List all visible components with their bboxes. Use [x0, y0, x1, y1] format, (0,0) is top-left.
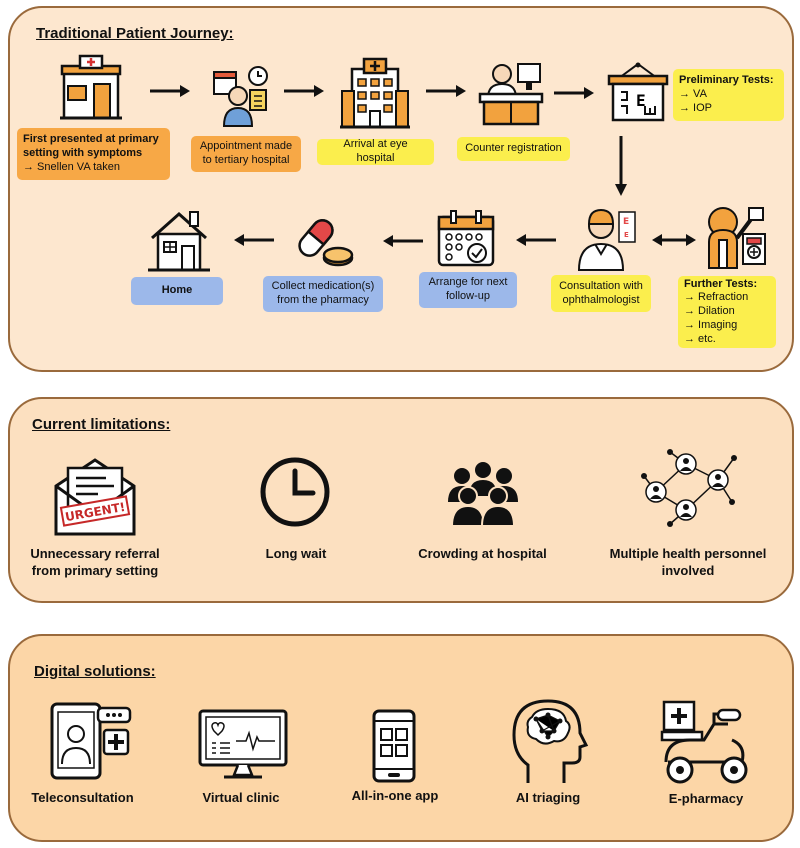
journey-title: Traditional Patient Journey: — [36, 25, 234, 42]
arrival-text: Arrival at eye hospital — [343, 138, 408, 164]
monitor-heartbeat-icon — [198, 709, 288, 779]
home-text: Home — [161, 284, 193, 297]
limitation-label: Crowding at hospital — [418, 546, 547, 561]
further-tests-title: Further Tests: — [684, 277, 758, 290]
limitation-label: Multiple health personnel involved — [609, 546, 767, 578]
further-test-item: → Refraction — [684, 291, 749, 304]
arrival-box: Arrival at eye hospital — [317, 138, 434, 165]
preliminary-test-item: → VA — [679, 88, 707, 101]
arrow-right — [554, 87, 594, 99]
followup-text: Arrange for next follow-up — [428, 276, 508, 302]
clinic-building-icon — [60, 54, 122, 120]
ophthalmologist-icon: E E — [577, 208, 636, 271]
pharmacy-box: Collect medication(s) from the pharmacy — [263, 276, 383, 312]
eye-chart-icon: E — [607, 62, 669, 122]
snellen-va-text: → Snellen VA taken — [23, 160, 121, 173]
appointment-box: Appointment made to tertiary hospital — [191, 136, 301, 172]
scooter-delivery-icon — [660, 700, 748, 784]
digital-label: AI triaging — [515, 790, 581, 805]
counter-registration-text: Counter registration — [465, 142, 562, 155]
consultation-box: Consultation with ophthalmologist — [551, 275, 651, 312]
medication-pill-icon — [298, 219, 354, 267]
home-box: Home — [131, 277, 223, 305]
followup-box: Arrange for next follow-up — [419, 272, 517, 308]
eye-chart-letter: E — [636, 91, 646, 110]
arrow-right — [284, 85, 324, 97]
further-test-item: → etc. — [684, 332, 716, 345]
digital-title: Digital solutions: — [34, 663, 156, 680]
arrow-left — [516, 234, 556, 246]
further-test-item: → Imaging — [684, 318, 738, 331]
eye-hospital-icon — [340, 57, 410, 129]
preliminary-tests-title: Preliminary Tests: — [679, 74, 774, 87]
arrow-right — [150, 85, 190, 97]
primary-setting-text: First presented at primary setting with … — [23, 133, 159, 160]
appointment-person-icon — [213, 66, 268, 127]
clock-icon — [260, 457, 330, 527]
digital-label: All-in-one app — [351, 788, 439, 803]
limitation-label: Unnecessary referral from primary settin… — [30, 546, 160, 578]
eye-examination-icon — [708, 207, 766, 269]
network-people-icon — [641, 449, 737, 527]
limitation-label: Long wait — [265, 546, 327, 561]
arrow-left — [234, 234, 274, 246]
smartphone-app-icon — [372, 709, 416, 783]
calendar-check-icon — [437, 210, 495, 267]
primary-setting-box: First presented at primary setting with … — [17, 128, 170, 180]
further-test-item: → Dilation — [684, 305, 735, 318]
digital-label: Virtual clinic — [202, 790, 280, 805]
chart-letter: E — [624, 231, 629, 239]
appointment-text: Appointment made to tertiary hospital — [199, 140, 293, 166]
pharmacy-text: Collect medication(s) from the pharmacy — [271, 280, 375, 306]
chart-letter: E — [623, 217, 629, 227]
counter-registration-box: Counter registration — [457, 137, 570, 161]
digital-label: E-pharmacy — [668, 791, 744, 806]
further-tests-box: Further Tests: → Refraction → Dilation →… — [678, 276, 776, 348]
preliminary-test-item: → IOP — [679, 101, 713, 114]
home-icon — [148, 211, 210, 272]
arrow-left — [383, 235, 423, 247]
arrow-down — [615, 136, 627, 196]
limitations-title: Current limitations: — [32, 416, 171, 433]
ai-brain-head-icon — [512, 699, 589, 783]
arrow-right — [426, 85, 466, 97]
crowd-icon — [448, 462, 518, 527]
preliminary-tests-box: Preliminary Tests: → VA → IOP — [673, 69, 784, 121]
reception-counter-icon — [478, 63, 544, 126]
arrow-bidirectional — [652, 234, 696, 246]
urgent-envelope-icon: URGENT! — [54, 458, 136, 536]
tablet-doctor-icon — [50, 702, 132, 780]
traditional-journey-panel: Traditional Patient Journey: — [8, 6, 794, 372]
digital-label: Teleconsultation — [31, 790, 134, 805]
consultation-text: Consultation with ophthalmologist — [559, 279, 643, 306]
